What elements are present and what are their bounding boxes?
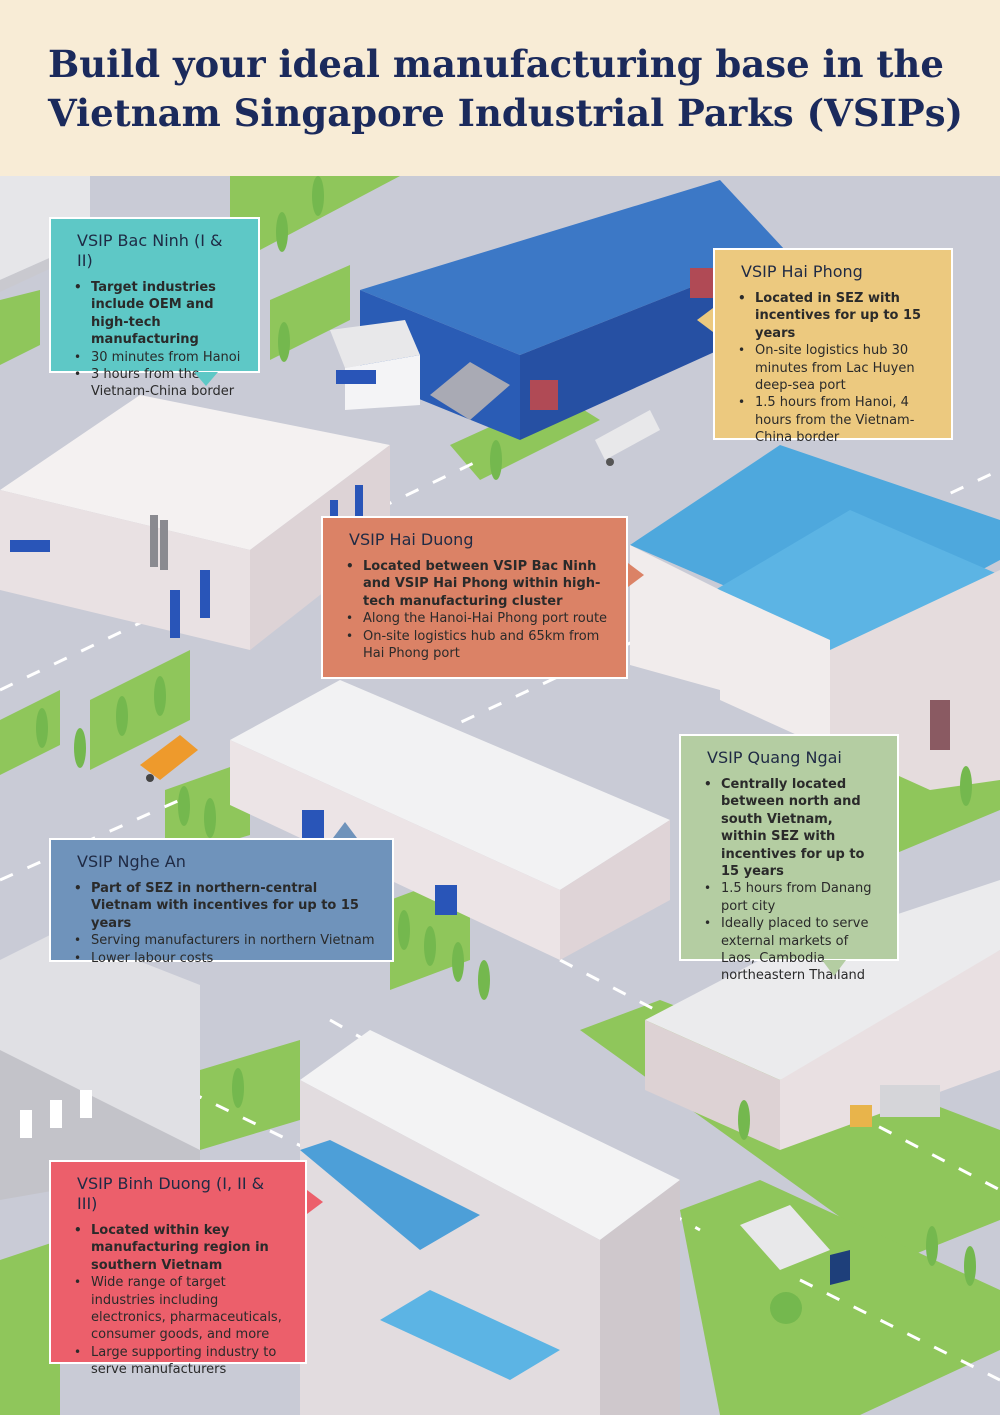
callout-pointer [194,372,218,386]
highlight-item: Located within key manufacturing region … [74,1222,289,1274]
highlight-item: Located between VSIP Bac Ninh and VSIP H… [346,558,610,610]
van-orange [140,735,198,782]
callout-pointer [628,563,644,587]
highlight-item: Lower labour costs [74,950,376,968]
highlight-item: Target industries include OEM and high-t… [74,279,242,349]
park-card-nghe-an: VSIP Nghe An Part of SEZ in northern-cen… [49,838,394,967]
highlight-item: Large supporting industry to serve manuf… [74,1344,289,1379]
highlight-item: Centrally located between north and sout… [704,776,881,880]
highlight-item: 1.5 hours from Hanoi, 4 hours from the V… [738,394,935,446]
park-highlights: Located in SEZ with incentives for up to… [737,290,935,447]
highlight-item: On-site logistics hub 30 minutes from La… [738,342,935,394]
bottom-factory [300,1030,680,1415]
highlight-item: Serving manufacturers in northern Vietna… [74,932,376,950]
park-card-bac-ninh: VSIP Bac Ninh (I & II) Target industries… [49,217,260,399]
park-highlights: Part of SEZ in northern-central Vietnam … [73,880,376,967]
park-highlights: Target industries include OEM and high-t… [73,279,242,401]
park-card-hai-phong: VSIP Hai Phong Located in SEZ with incen… [713,248,953,445]
white-factory [0,395,390,650]
highlight-item: 30 minutes from Hanoi [74,349,242,367]
trees [36,176,976,1324]
park-highlights: Located within key manufacturing region … [73,1222,289,1379]
callout-pointer [697,308,713,332]
highlight-item: Wide range of target industries includin… [74,1274,289,1344]
park-name: VSIP Hai Phong [741,262,863,281]
central-long-factory [230,680,670,960]
highlight-item: Along the Hanoi-Hai Phong port route [346,610,610,628]
park-highlights: Centrally located between north and sout… [703,776,881,985]
park-card-quang-ngai: VSIP Quang Ngai Centrally located betwee… [679,734,899,983]
header: Build your ideal manufacturing base in t… [0,0,1000,176]
highlight-item: 1.5 hours from Danang port city [704,880,881,915]
highlight-item: Part of SEZ in northern-central Vietnam … [74,880,376,932]
page-title: Build your ideal manufacturing base in t… [48,42,964,135]
highlight-item: Ideally placed to serve external markets… [704,915,881,985]
truck-top [595,410,660,466]
park-name: VSIP Binh Duong (I, II & III) [77,1174,265,1213]
highlight-item: On-site logistics hub and 65km from Hai … [346,628,610,663]
truck-bottom [740,1205,850,1285]
park-name: VSIP Bac Ninh (I & II) [77,231,223,270]
park-name: VSIP Hai Duong [349,530,474,549]
callout-pointer [307,1190,323,1214]
highlight-item: Located in SEZ with incentives for up to… [738,290,935,342]
callout-pointer [822,960,846,976]
park-card-binh-duong: VSIP Binh Duong (I, II & III) Located wi… [49,1160,307,1377]
park-card-hai-duong: VSIP Hai Duong Located between VSIP Bac … [321,516,628,679]
industrial-park-map [0,176,1000,1415]
callout-pointer [333,822,357,838]
park-highlights: Located between VSIP Bac Ninh and VSIP H… [345,558,610,662]
park-name: VSIP Quang Ngai [707,748,842,767]
park-name: VSIP Nghe An [77,852,186,871]
highlight-item: 3 hours from the Vietnam-China border [74,366,242,401]
